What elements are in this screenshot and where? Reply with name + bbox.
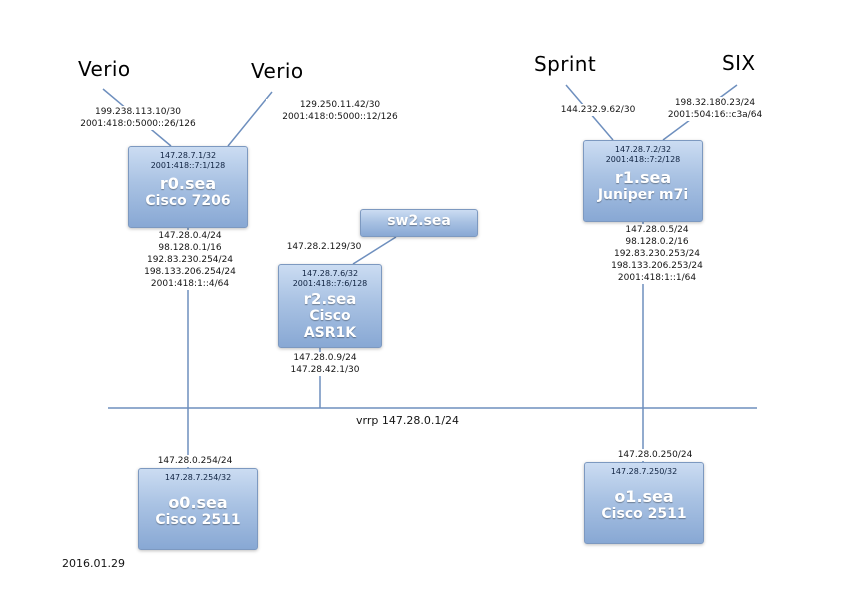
node-r1-addresses: 147.28.0.5/24 98.128.0.2/16 192.83.230.2…: [587, 224, 727, 284]
node-o1: 147.28.7.250/32 o1.sea Cisco 2511: [584, 462, 704, 544]
node-r2-name: r2.sea: [303, 290, 357, 308]
node-r0-addresses: 147.28.0.4/24 98.128.0.1/16 192.83.230.2…: [120, 230, 260, 290]
address-line: 98.128.0.1/16: [158, 243, 222, 253]
loopback-line: 147.28.7.6/32: [301, 269, 359, 278]
node-o1-loopbacks: 147.28.7.250/32: [585, 463, 703, 477]
address-line: 192.83.230.253/24: [613, 249, 701, 259]
link-sw2-r2-line: [352, 236, 397, 265]
address-line: 129.250.11.42/30: [299, 100, 381, 110]
node-sw2: sw2.sea: [360, 209, 478, 237]
uplink-addresses-verio-1: 199.238.113.10/30 2001:418:0:5000::26/12…: [62, 106, 214, 130]
node-sw2-name: sw2.sea: [387, 213, 451, 229]
node-r2-model-line2: ASR1K: [303, 325, 357, 341]
address-line: 2001:418:1::1/64: [617, 273, 697, 283]
address-line: 192.83.230.254/24: [146, 255, 234, 265]
node-o0-name: o0.sea: [168, 493, 228, 512]
address-line: 2001:504:16::c3a/64: [667, 110, 763, 120]
loopback-line: 147.28.7.254/32: [164, 473, 232, 482]
node-r0-loopbacks: 147.28.7.1/32 2001:418::7:1/128: [129, 147, 247, 171]
node-r0-model: Cisco 7206: [145, 193, 231, 209]
node-r0-name: r0.sea: [159, 174, 217, 193]
node-r0: 147.28.7.1/32 2001:418::7:1/128 r0.sea C…: [128, 146, 248, 228]
uplink-label-verio-2: Verio: [251, 59, 304, 83]
address-line: 147.28.0.254/24: [157, 456, 233, 466]
address-line: 147.28.2.129/30: [286, 242, 362, 252]
uplink-label-verio-1: Verio: [78, 57, 131, 81]
node-o0-model: Cisco 2511: [155, 512, 241, 528]
node-o0-loopbacks: 147.28.7.254/32: [139, 469, 257, 483]
node-o0: 147.28.7.254/32 o0.sea Cisco 2511: [138, 468, 258, 550]
node-r1: 147.28.7.2/32 2001:418::7:2/128 r1.sea J…: [583, 140, 703, 222]
address-line: 198.133.206.254/24: [144, 267, 236, 277]
loopback-line: 147.28.7.1/32: [159, 151, 217, 160]
address-line: 2001:418:1::4/64: [150, 279, 230, 289]
address-line: 144.232.9.62/30: [560, 105, 636, 115]
uplink-label-six: SIX: [722, 51, 756, 75]
uplink-label-sprint: Sprint: [534, 52, 597, 76]
node-r1-name: r1.sea: [614, 168, 672, 187]
node-r2: 147.28.7.6/32 2001:418::7:6/128 r2.sea C…: [278, 264, 382, 348]
uplink-addresses-verio-2: 129.250.11.42/30 2001:418:0:5000::12/126: [266, 99, 414, 123]
loopback-line: 2001:418::7:6/128: [292, 279, 368, 288]
address-line: 198.133.206.253/24: [611, 261, 703, 271]
address-line: 2001:418:0:5000::12/126: [282, 112, 398, 122]
uplink-addresses-sprint: 144.232.9.62/30: [552, 104, 644, 116]
link-verio2-r0-line: [227, 91, 273, 147]
node-o0-lan-address: 147.28.0.254/24: [140, 455, 250, 467]
diagram-date: 2016.01.29: [62, 557, 125, 570]
node-r2-addresses: 147.28.0.9/24 147.28.42.1/30: [265, 352, 385, 376]
address-line: 98.128.0.2/16: [625, 237, 689, 247]
loopback-line: 2001:418::7:1/128: [150, 161, 226, 170]
address-line: 147.28.0.5/24: [625, 225, 689, 235]
address-line: 198.32.180.23/24: [674, 98, 756, 108]
address-line: 147.28.0.4/24: [158, 231, 222, 241]
address-line: 2001:418:0:5000::26/126: [80, 119, 196, 129]
loopback-line: 2001:418::7:2/128: [605, 155, 681, 164]
address-line: 147.28.42.1/30: [290, 365, 360, 375]
address-line: 147.28.0.9/24: [293, 353, 357, 363]
node-o1-model: Cisco 2511: [601, 506, 687, 522]
uplink-addresses-six: 198.32.180.23/24 2001:504:16::c3a/64: [658, 97, 772, 121]
node-r2-loopbacks: 147.28.7.6/32 2001:418::7:6/128: [279, 265, 381, 289]
address-line: 199.238.113.10/30: [94, 107, 182, 117]
node-r1-loopbacks: 147.28.7.2/32 2001:418::7:2/128: [584, 141, 702, 165]
link-r2-sw2-address: 147.28.2.129/30: [282, 241, 366, 253]
vrrp-label: vrrp 147.28.0.1/24: [356, 414, 460, 427]
node-r1-model: Juniper m7i: [597, 187, 689, 203]
address-line: 147.28.0.250/24: [617, 450, 693, 460]
node-r2-model-line1: Cisco: [309, 308, 351, 324]
node-o1-lan-address: 147.28.0.250/24: [600, 449, 710, 461]
loopback-line: 147.28.7.2/32: [614, 145, 672, 154]
node-o1-name: o1.sea: [614, 487, 674, 506]
loopback-line: 147.28.7.250/32: [610, 467, 678, 476]
